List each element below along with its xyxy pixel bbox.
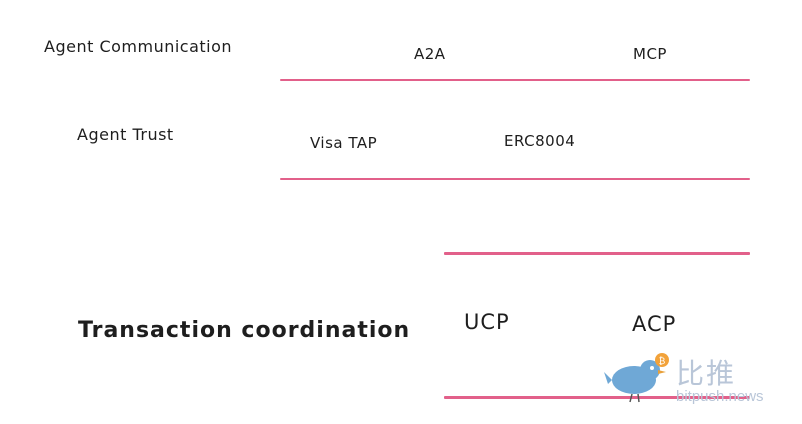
watermark-domain: bitpush.news — [676, 388, 764, 405]
protocol-mcp: MCP — [633, 45, 667, 63]
row-label-agent-communication: Agent Communication — [44, 37, 233, 56]
bitpush-watermark: ₿ 比推 bitpush.news — [604, 350, 794, 410]
divider-communication — [280, 79, 750, 81]
divider-transaction-top — [444, 252, 750, 255]
divider-transaction-bottom — [444, 396, 750, 399]
bird-logo-icon: ₿ — [604, 353, 669, 403]
row-label-agent-trust: Agent Trust — [77, 125, 174, 144]
protocol-acp: ACP — [632, 312, 677, 336]
divider-trust — [280, 178, 750, 180]
svg-text:₿: ₿ — [659, 356, 666, 367]
protocol-ucp: UCP — [464, 310, 510, 334]
protocol-a2a: A2A — [414, 45, 446, 63]
watermark-brand-cn: 比推 — [676, 357, 737, 390]
protocol-visa-tap: Visa TAP — [310, 134, 378, 152]
row-label-transaction-coordination: Transaction coordination — [78, 318, 411, 343]
protocol-erc8004: ERC8004 — [504, 132, 576, 150]
